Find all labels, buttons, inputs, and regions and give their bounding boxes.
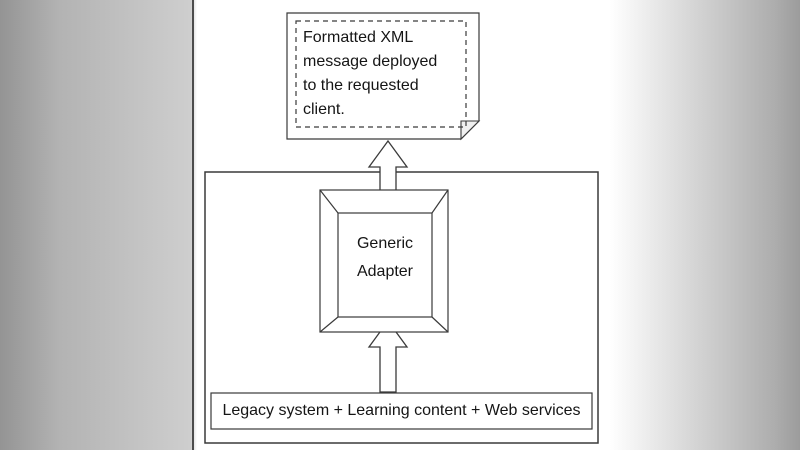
adapter-label-line: Adapter [356,263,414,280]
adapter-label: Generic Adapter [330,230,440,286]
note-fold-corner [460,120,481,141]
note-dashed-border [295,20,467,128]
source-bar-label: Legacy system + Learning content + Web s… [222,402,581,419]
page-left-edge [192,0,194,450]
note-text: Formatted XML message deployed to the re… [303,26,468,122]
source-bar [210,392,593,430]
adapter-cube [319,189,449,333]
container-box [204,171,599,444]
note-text-line: client. [303,101,345,118]
note-text-line: message deployed [303,53,438,70]
adapter-cube-inner-face [337,212,433,318]
note-text-line: Formatted XML [303,29,414,46]
note-text-line: to the requested [303,77,419,94]
adapter-label-line: Generic [356,235,414,252]
note-shape [286,12,481,141]
up-arrow-bottom [367,319,409,393]
